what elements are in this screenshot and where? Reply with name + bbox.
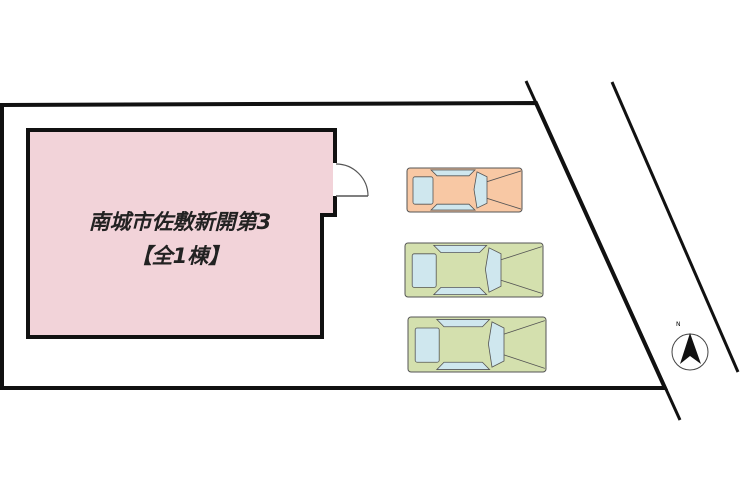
building-label: 南城市佐敷新開第3 xyxy=(88,210,272,234)
parked-car-icon xyxy=(406,167,523,213)
building-footprint xyxy=(26,128,337,339)
road-edge-2 xyxy=(610,81,740,373)
road-edge-1 xyxy=(524,80,682,421)
north-arrow-icon xyxy=(671,333,709,371)
door-icon xyxy=(333,163,369,197)
parked-car-icon xyxy=(407,316,547,373)
building-sublabel: 【全1棟】 xyxy=(130,244,230,268)
compass-label: N xyxy=(676,321,681,328)
parked-car-icon xyxy=(404,242,544,298)
